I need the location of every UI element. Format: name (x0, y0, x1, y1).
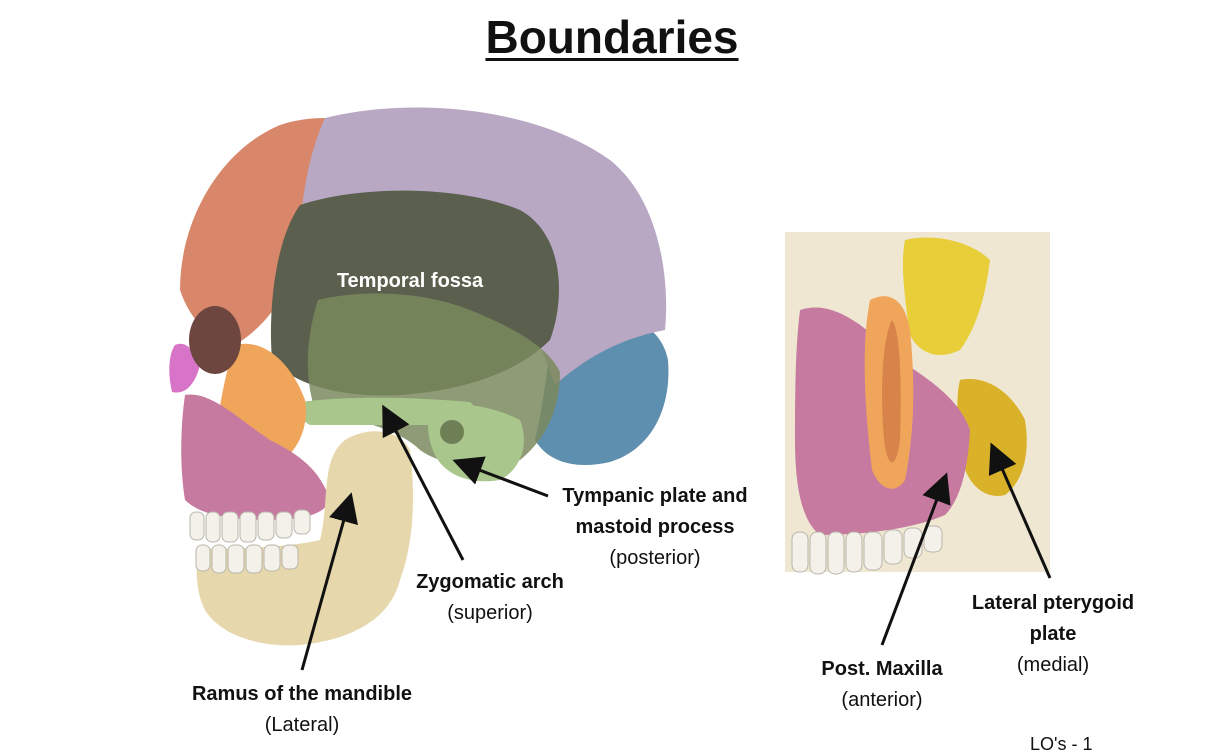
frontal-bone (180, 118, 325, 345)
tympanic-line1: Tympanic plate and (562, 485, 748, 507)
maxilla-line1: Post. Maxilla (821, 658, 943, 680)
ramus-label: Ramus of the mandible (Lateral) (162, 679, 442, 741)
arrow-pterygoid (988, 442, 1052, 579)
tympanic-label: Tympanic plate and mastoid process (post… (545, 481, 765, 574)
zygomatic-label: Zygomatic arch (superior) (380, 567, 600, 629)
tympanic-note: (posterior) (609, 547, 701, 569)
ramus-line1: Ramus of the mandible (191, 683, 413, 705)
greater-wing-sphenoid (902, 237, 990, 355)
zygomatic-note: (superior) (447, 602, 533, 624)
ramus-note: (Lateral) (264, 714, 340, 736)
upper-teeth (189, 509, 311, 543)
pterygoid-line2: plate (1029, 623, 1077, 645)
arrow-ramus (300, 492, 358, 671)
maxilla-label: Post. Maxilla (anterior) (792, 654, 972, 716)
pterygoid-note: (medial) (1016, 654, 1090, 676)
pterygoid-label: Lateral pterygoid plate (medial) (948, 588, 1158, 681)
arrow-maxilla (880, 472, 951, 646)
temporal-fossa-label: Temporal fossa (336, 270, 484, 292)
page-title: Boundaries (485, 11, 739, 63)
pterygoid-line1: Lateral pterygoid (971, 592, 1135, 614)
mandible-bone (196, 431, 413, 646)
skull-inset-view (785, 232, 1050, 575)
lower-teeth (195, 544, 299, 574)
zygomatic-line1: Zygomatic arch (416, 571, 564, 593)
corner-text: LO's - 1 (1030, 734, 1093, 754)
tympanic-line2: mastoid process (575, 516, 735, 538)
skull-lateral-view (169, 107, 669, 646)
arrow-tympanic (452, 456, 549, 498)
maxilla-note: (anterior) (841, 689, 923, 711)
arrow-zygomatic (382, 404, 465, 561)
maxilla-bone (181, 394, 330, 520)
